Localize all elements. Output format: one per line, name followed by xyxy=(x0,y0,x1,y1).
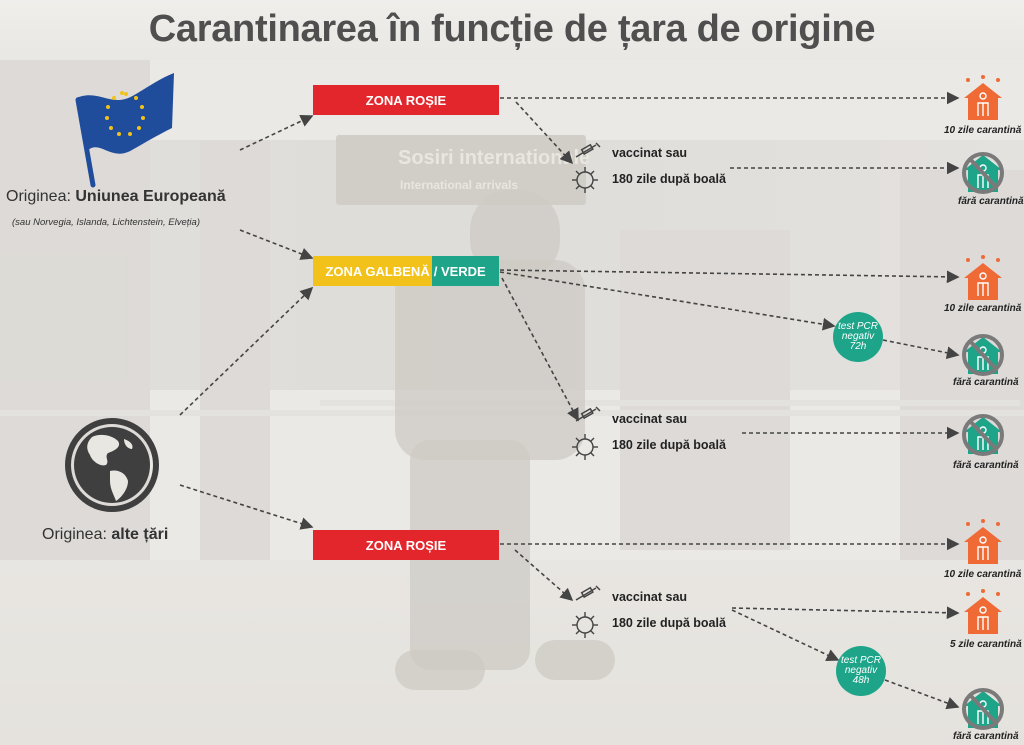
no-quarantine-icon xyxy=(962,334,1004,376)
outcome-label: 10 zile carantină xyxy=(944,569,1022,580)
vaccinated-line1: vaccinat sau xyxy=(612,146,688,160)
zone-green-label: / VERDE xyxy=(431,256,499,286)
zone-red-bottom: ZONA ROȘIE xyxy=(313,530,499,560)
outcome-label: 5 zile carantină xyxy=(950,639,1022,650)
pcr-line: test PCR xyxy=(837,321,878,332)
vaccinated-line1: vaccinat sau xyxy=(612,590,688,604)
no-quarantine-icon xyxy=(962,414,1004,456)
vaccinated-line2: 180 zile după boală xyxy=(612,438,726,452)
virus-icon xyxy=(572,612,598,638)
quarantine-house-icon xyxy=(964,255,1002,300)
no-quarantine-icon xyxy=(962,688,1004,730)
vaccinated-block-3: vaccinat sau 180 zile după boală xyxy=(612,590,726,630)
origin-other-prefix: Originea: xyxy=(42,526,112,543)
pcr-test-badge-48h: test PCR negativ 48h xyxy=(836,646,886,696)
vaccinated-line2: 180 zile după boală xyxy=(612,616,726,630)
pcr-line: 48h xyxy=(852,675,870,686)
zone-yellow-green: ZONA GALBENĂ / VERDE xyxy=(313,256,499,286)
pcr-test-badge-72h: test PCR negativ 72h xyxy=(833,312,883,362)
syringe-icon xyxy=(575,142,601,158)
pcr-line: negativ xyxy=(841,331,875,342)
origin-other-name: alte țări xyxy=(111,526,169,543)
outcome-label: fără carantină xyxy=(953,460,1019,471)
syringe-icon xyxy=(575,585,601,601)
outcome-label: 10 zile carantină xyxy=(944,303,1022,314)
quarantine-house-icon xyxy=(964,75,1002,120)
vaccinated-line1: vaccinat sau xyxy=(612,412,688,426)
zone-red-top: ZONA ROȘIE xyxy=(313,85,499,115)
outcome-label: fără carantină xyxy=(953,731,1019,742)
virus-icon xyxy=(572,434,598,460)
origin-eu-label: Originea: Uniunea Europeană xyxy=(6,188,226,206)
outcome-label: 10 zile carantină xyxy=(944,125,1022,136)
page-title: Carantinarea în funcție de țara de origi… xyxy=(148,8,876,50)
outcome-label: fără carantină xyxy=(958,196,1024,207)
zone-yellow-label: ZONA GALBENĂ xyxy=(313,256,432,286)
syringe-icon xyxy=(575,406,601,422)
outcome-label: fără carantină xyxy=(953,377,1019,388)
pcr-line: negativ xyxy=(844,665,878,676)
no-quarantine-icon xyxy=(962,152,1004,194)
origin-eu-name: Uniunea Europeană xyxy=(75,188,226,205)
vaccinated-block-2: vaccinat sau 180 zile după boală xyxy=(612,412,726,452)
pcr-line: test PCR xyxy=(840,655,881,666)
quarantine-house-icon xyxy=(964,519,1002,564)
vaccinated-line2: 180 zile după boală xyxy=(612,172,726,186)
quarantine-house-icon xyxy=(964,589,1002,634)
vaccinated-block-1: vaccinat sau 180 zile după boală xyxy=(612,146,726,186)
origin-eu-prefix: Originea: xyxy=(6,188,76,205)
eu-flag-icon xyxy=(75,73,174,188)
globe-icon xyxy=(65,418,159,512)
origin-other-label: Originea: alte țări xyxy=(42,526,168,544)
pcr-line: 72h xyxy=(849,341,867,352)
virus-icon xyxy=(572,167,598,193)
origin-eu-note: (sau Norvegia, Islanda, Lichtenstein, El… xyxy=(12,217,200,228)
